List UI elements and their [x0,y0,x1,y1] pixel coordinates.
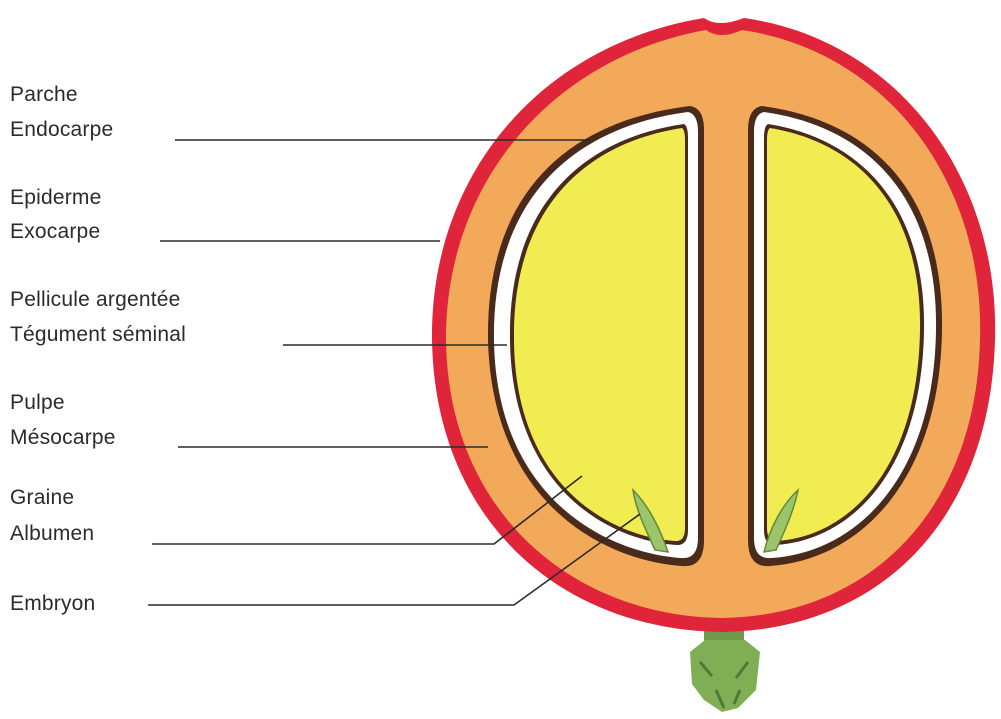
label-pulpe: Pulpe [10,391,65,414]
label-embryon: Embryon [10,592,95,615]
label-endocarpe: Endocarpe [10,118,113,141]
fruit-body [432,18,995,632]
labels: Parche Endocarpe Epiderme Exocarpe Pelli… [10,83,186,615]
label-albumen: Albumen [10,522,94,545]
label-mesocarpe: Mésocarpe [10,426,116,449]
label-tegument-seminal: Tégument séminal [10,323,186,346]
label-pellicule-argentee: Pellicule argentée [10,288,181,311]
label-epiderme: Epiderme [10,186,101,209]
label-parche: Parche [10,83,78,106]
stalk [690,618,760,712]
label-exocarpe: Exocarpe [10,220,100,243]
label-graine: Graine [10,486,74,509]
